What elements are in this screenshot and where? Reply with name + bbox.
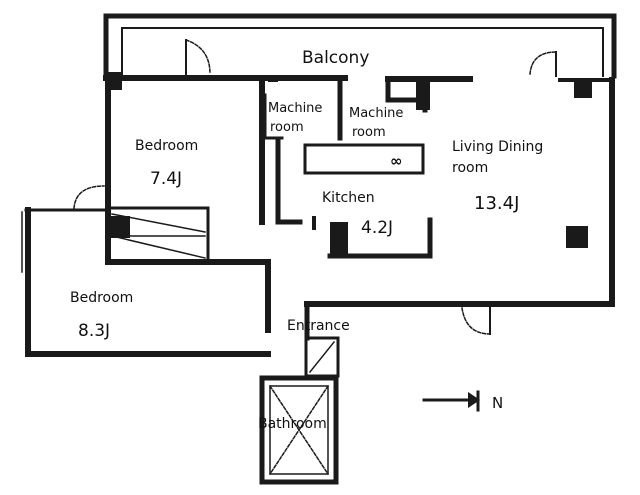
door-swing-balcony xyxy=(529,51,557,75)
bedroom-south-area: 8.3J xyxy=(78,321,110,341)
machine-room-left-label-1: Machine xyxy=(268,101,322,116)
living-dining-area: 13.4J xyxy=(474,193,519,214)
pillar-north-east xyxy=(574,80,592,98)
compass-arrowhead xyxy=(468,392,480,408)
machine-room-left-wall xyxy=(263,93,284,140)
pillar-machine-room xyxy=(416,80,430,110)
kitchen-south-wall xyxy=(327,217,433,259)
door-swing-bedroom-south xyxy=(73,185,105,209)
kitchen-label: Kitchen xyxy=(322,190,375,206)
pillar-north-wall xyxy=(268,78,278,82)
kitchen-counter xyxy=(303,143,425,175)
bedroom-south-label: Bedroom xyxy=(70,290,133,306)
balcony-inner-rail xyxy=(121,27,604,77)
balcony-outline xyxy=(103,13,617,79)
bathroom-box xyxy=(259,375,339,485)
kitchen-post xyxy=(312,216,316,230)
pillar-northwest xyxy=(106,72,122,90)
pillar-kitchen xyxy=(330,222,348,256)
machine-room-right-label-2: room xyxy=(352,125,386,140)
kitchen-west-wall xyxy=(275,139,303,225)
stove-symbol: ∞ xyxy=(390,152,403,170)
pillar-living xyxy=(566,226,588,248)
compass-north-label: N xyxy=(492,394,503,412)
entrance-diagonal xyxy=(308,340,336,374)
bathroom-label: Bathroom xyxy=(258,416,327,432)
kitchen-area: 4.2J xyxy=(361,218,393,238)
bathroom-inner xyxy=(269,385,329,475)
machine-room-right-label-1: Machine xyxy=(349,106,403,121)
closet-diagonal-2 xyxy=(111,235,206,259)
bedroom-north-area: 7.4J xyxy=(150,169,182,189)
bedroom-north-label: Bedroom xyxy=(135,138,198,154)
living-dining-label-1: Living Dining xyxy=(452,139,543,155)
pillar-closet xyxy=(110,216,130,238)
door-swing-living xyxy=(461,307,491,335)
entrance-label: Entrance xyxy=(287,318,350,334)
living-dining-label-2: room xyxy=(452,160,488,176)
bedroom-south-top-wall xyxy=(105,259,271,333)
bathroom-cross-2 xyxy=(268,384,330,476)
machine-room-left-label-2: room xyxy=(270,120,304,135)
balcony-label: Balcony xyxy=(302,48,369,68)
door-swing-bedroom-north xyxy=(185,39,211,75)
